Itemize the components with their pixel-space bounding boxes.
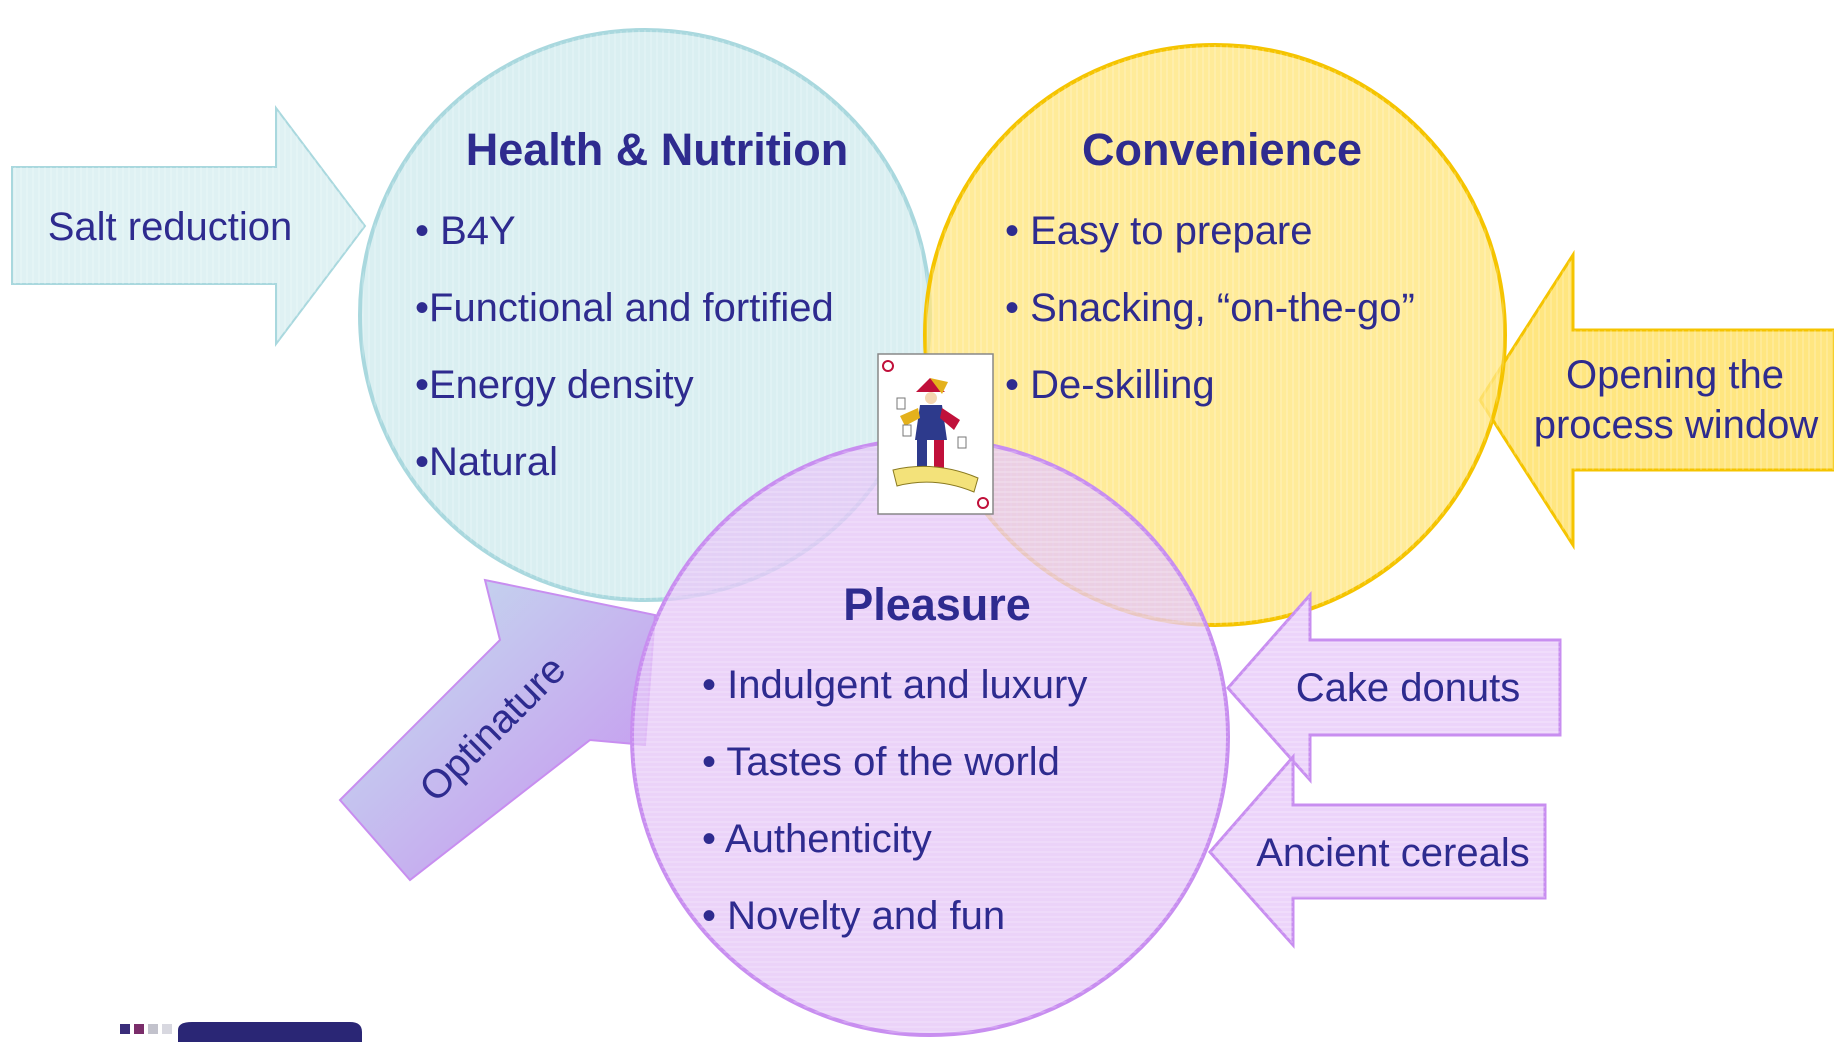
convenience-item: • Snacking, “on-the-go” (1005, 286, 1415, 330)
convenience-title: Convenience (1082, 124, 1362, 175)
ancient-cereals-arrow: Ancient cereals (1207, 753, 1547, 949)
health-item: •Natural (415, 440, 558, 484)
joker-card-icon (877, 353, 994, 515)
convenience-item: • De-skilling (1005, 363, 1215, 407)
pleasure-circle (630, 437, 1230, 1037)
pleasure-item: • Tastes of the world (702, 740, 1060, 784)
optinature-arrow: Optinature (338, 578, 657, 882)
pleasure-item: • Novelty and fun (702, 894, 1005, 938)
logo-icon (120, 1022, 362, 1042)
process-window-arrow: Opening the process window (1478, 249, 1834, 551)
convenience-item: • Easy to prepare (1005, 209, 1313, 253)
salt-arrow-label: Salt reduction (48, 205, 293, 249)
health-nutrition-circle (358, 28, 932, 602)
health-item: • B4Y (415, 209, 516, 253)
pleasure-item: • Indulgent and luxury (702, 663, 1087, 707)
cake-arrow-label: Cake donuts (1296, 666, 1521, 710)
cereals-arrow-label: Ancient cereals (1256, 831, 1529, 875)
health-item: •Functional and fortified (415, 286, 834, 330)
cake-donuts-arrow: Cake donuts (1225, 591, 1562, 784)
pleasure-title: Pleasure (843, 579, 1031, 630)
process-arrow-label-line1: Opening the (1566, 353, 1784, 397)
health-item: •Energy density (415, 363, 694, 407)
process-arrow-label-line2: process window (1534, 403, 1819, 447)
pleasure-item: • Authenticity (702, 817, 932, 861)
salt-reduction-arrow: Salt reduction (11, 105, 367, 347)
health-title: Health & Nutrition (466, 124, 848, 175)
